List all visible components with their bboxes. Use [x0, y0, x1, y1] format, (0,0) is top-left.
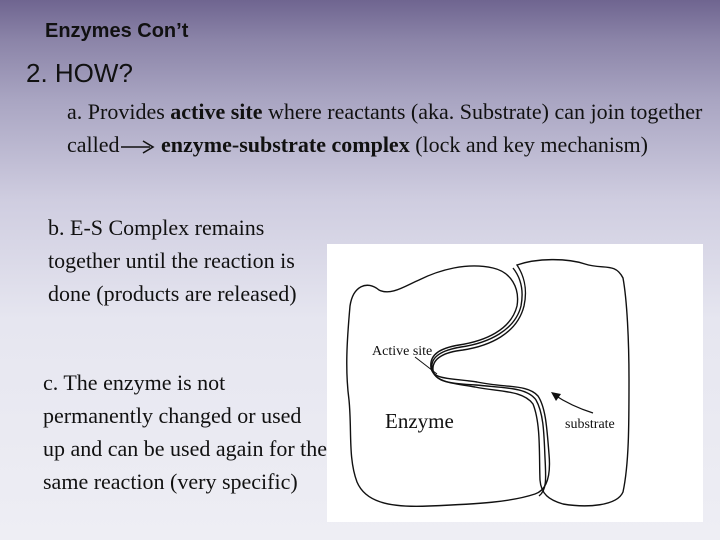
- contact-boundary-inner: [431, 267, 547, 497]
- paragraph-b: b. E-S Complex remains together until th…: [48, 215, 297, 306]
- enzyme-substrate-complex-term: enzyme-substrate complex: [155, 132, 410, 157]
- paragraph-a-prefix: a. Provides: [67, 99, 171, 124]
- substrate-arrowhead: [551, 392, 561, 401]
- substrate-arrow: [552, 393, 594, 414]
- paragraph-a: a. Provides active site where reactants …: [67, 95, 707, 161]
- right-arrow-icon: [120, 140, 155, 154]
- paragraph-a-suffix: (lock and key mechanism): [409, 132, 648, 157]
- slide-title: Enzymes Con’t: [45, 20, 189, 42]
- active-site-label: Active site: [372, 344, 432, 359]
- enzyme-substrate-diagram: Active site Enzyme substrate: [327, 244, 703, 522]
- enzyme-label: Enzyme: [385, 409, 454, 433]
- active-site-term: active site: [170, 99, 263, 124]
- enzyme-outline: [346, 265, 551, 508]
- diagram-svg: Active site Enzyme substrate: [346, 258, 630, 508]
- paragraph-c: c. The enzyme is not permanently changed…: [43, 370, 328, 494]
- substrate-label: substrate: [565, 417, 615, 432]
- paragraph-a-middle: where reactants (aka. Substrate) can joi…: [67, 99, 703, 157]
- point-heading: 2. HOW?: [26, 58, 133, 88]
- active-site-pointer: [414, 356, 438, 375]
- substrate-outline: [432, 258, 630, 507]
